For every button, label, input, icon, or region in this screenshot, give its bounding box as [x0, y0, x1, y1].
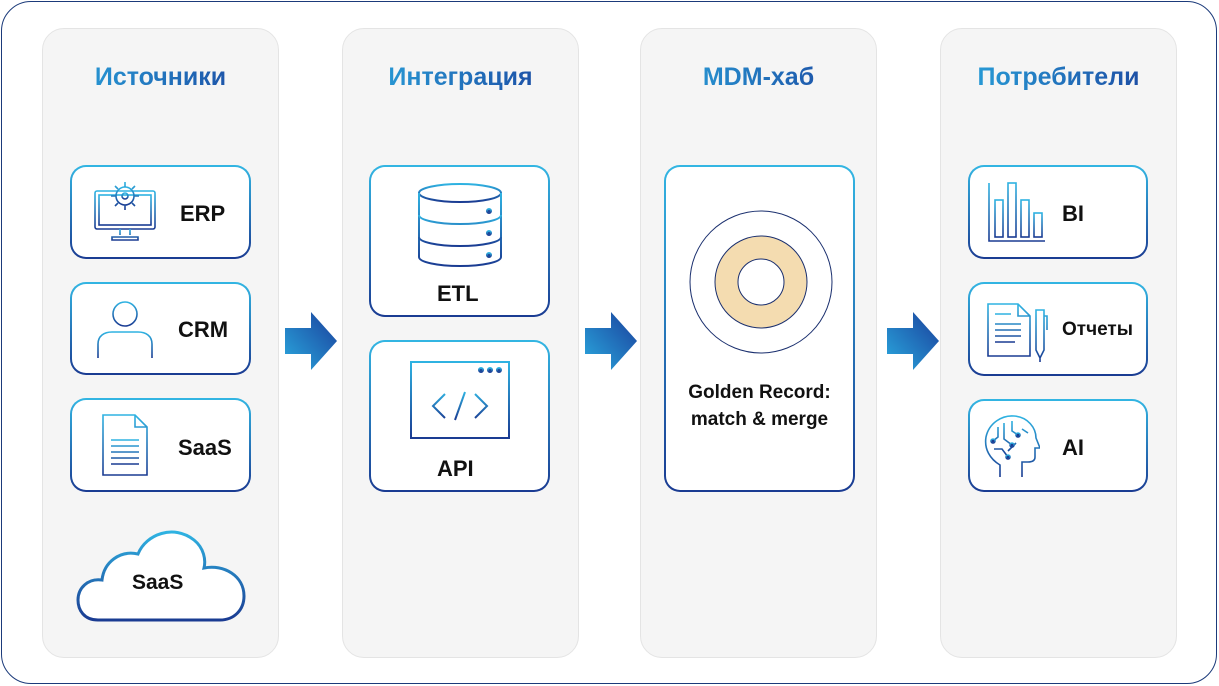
source-card-crm: CRM: [70, 282, 251, 375]
user-icon: [97, 301, 153, 358]
card-label: ERP: [180, 201, 226, 226]
card-label: SaaS: [178, 435, 232, 460]
flow-arrow-icon: [285, 312, 337, 370]
flow-arrow-icon: [887, 312, 939, 370]
mdm-card-golden-record: Golden Record: match & merge: [664, 165, 855, 492]
card-label: AI: [1062, 435, 1084, 460]
ai-head-icon: [984, 415, 1040, 477]
cloud-label: SaaS: [132, 571, 184, 594]
cloud-icon: [76, 530, 246, 622]
report-pen-icon: [987, 303, 1048, 362]
consumer-card-bi: BI: [968, 165, 1148, 259]
monitor-gear-icon: [94, 182, 156, 241]
consumer-card-reports: Отчеты: [968, 282, 1148, 376]
column-title: Интеграция: [343, 63, 578, 92]
label-line: match & merge: [690, 409, 829, 430]
column-title: Потребители: [941, 63, 1176, 92]
document-icon: [102, 414, 148, 476]
card-label: Отчеты: [1062, 319, 1133, 340]
card-label: API: [437, 456, 474, 481]
source-card-erp: ERP: [70, 165, 251, 259]
source-card-saas: SaaS: [70, 398, 251, 492]
label-line: Golden Record:: [688, 382, 831, 403]
database-icon: [418, 183, 502, 268]
column-title: MDM-хаб: [641, 63, 876, 92]
flow-arrow-icon: [585, 312, 637, 370]
code-window-icon: [410, 361, 510, 439]
column-title: Источники: [43, 63, 278, 92]
consumer-card-ai: AI: [968, 399, 1148, 492]
card-label: CRM: [178, 317, 229, 342]
bar-chart-icon: [988, 182, 1045, 242]
target-rings-icon: [689, 210, 833, 354]
integration-card-etl: ETL: [369, 165, 550, 317]
card-label: BI: [1062, 201, 1084, 226]
card-label: ETL: [437, 281, 479, 306]
integration-card-api: API: [369, 340, 550, 492]
golden-record-label: Golden Record: match & merge: [666, 379, 853, 433]
